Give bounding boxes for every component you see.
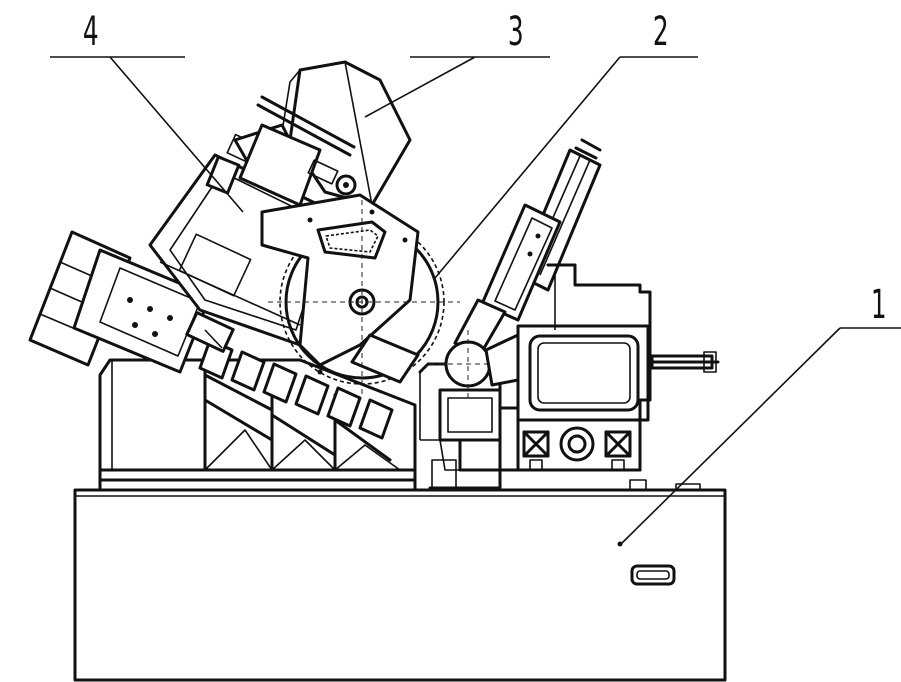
label-4: 4	[83, 8, 99, 55]
base-cabinet	[73, 479, 727, 682]
leader-2	[434, 56, 621, 279]
leader-lines	[50, 56, 901, 544]
vice-and-gearbox	[418, 263, 720, 490]
label-1: 1	[871, 281, 887, 328]
label-2: 2	[653, 8, 669, 55]
feed-cylinder	[453, 138, 602, 357]
label-3: 3	[508, 8, 524, 55]
ribbed-frame	[98, 338, 417, 492]
leader-4	[109, 56, 244, 213]
leader-3	[364, 56, 476, 118]
saw-assembly	[260, 193, 460, 395]
leader-1	[621, 327, 841, 544]
motor-housing	[233, 60, 412, 207]
bolt-row	[127, 297, 173, 337]
